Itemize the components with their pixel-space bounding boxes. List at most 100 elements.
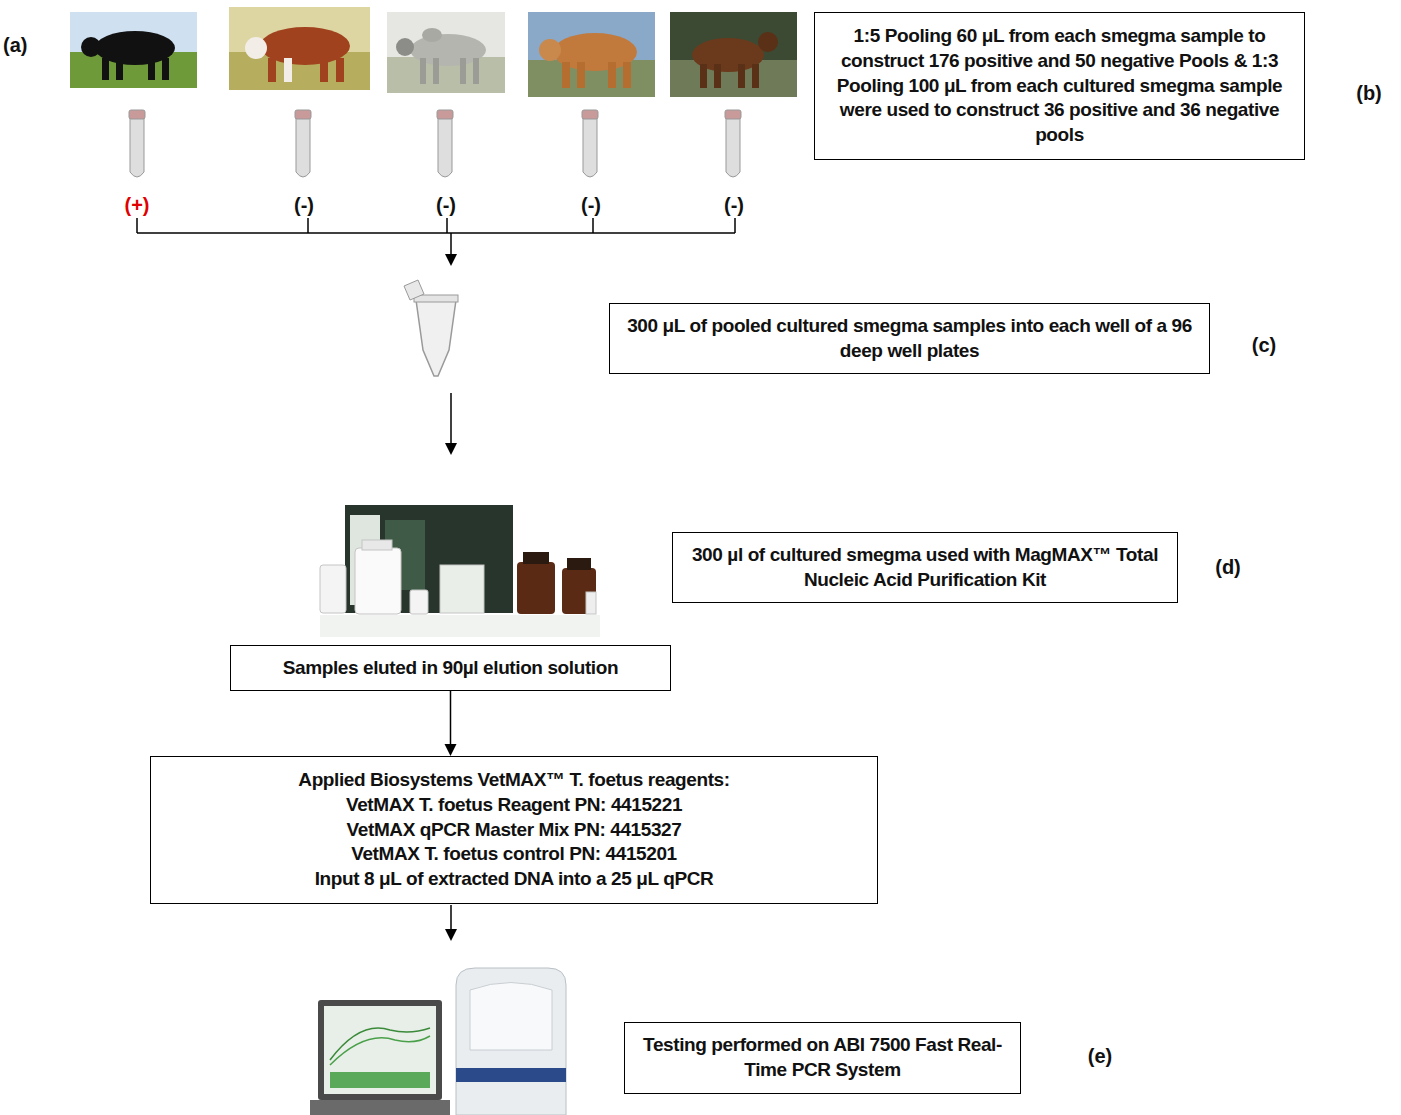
box-text: VetMAX T. foetus control PN: 4415201 (351, 842, 677, 867)
illustration-part (137, 232, 735, 234)
illustration-part (310, 1100, 450, 1115)
panel-label: (-) (581, 193, 601, 217)
illustration-part (416, 300, 456, 376)
panel-label: (+) (125, 193, 150, 217)
illustration-part (752, 64, 759, 88)
box-text: Samples eluted in 90µl elution solution (283, 656, 618, 681)
arrow-head (445, 744, 457, 756)
box-text: 300 μL of pooled cultured smegma samples… (620, 314, 1199, 363)
illustration-part (330, 1028, 430, 1060)
illustration-part (148, 58, 155, 80)
illustration-part (116, 58, 123, 80)
process-box: 300 μL of pooled cultured smegma samples… (609, 303, 1210, 374)
panel-label: (a) (3, 33, 27, 57)
illustration-part (336, 58, 344, 82)
sample-tube (437, 110, 453, 177)
illustration-part (324, 1006, 436, 1094)
sample-tube (582, 110, 598, 177)
illustration-part (420, 58, 426, 84)
illustration-part (129, 110, 145, 119)
bull-photo (70, 12, 197, 88)
illustration-part (433, 58, 439, 84)
illustration-part (362, 540, 392, 550)
kit-image (320, 505, 600, 637)
illustration-part (586, 592, 596, 614)
box-text: VetMAX qPCR Master Mix PN: 4415327 (347, 818, 682, 843)
box-text: VetMAX T. foetus Reagent PN: 4415221 (346, 793, 682, 818)
illustration-part (539, 39, 561, 61)
illustration-part (567, 558, 591, 570)
bull-photo (670, 12, 797, 97)
illustration-part (726, 118, 740, 177)
box-text: 300 µl of cultured smegma used with MagM… (683, 543, 1167, 592)
process-box: Samples eluted in 90µl elution solution (230, 645, 671, 691)
illustration-part (758, 32, 778, 52)
illustration-part (268, 58, 276, 82)
process-box: 1:5 Pooling 60 μL from each smegma sampl… (814, 12, 1305, 160)
illustration-part (295, 110, 311, 119)
illustration-part (714, 64, 721, 88)
illustration-part (136, 218, 138, 233)
laptop-image (310, 1000, 450, 1115)
box-text: 1:5 Pooling 60 μL from each smegma sampl… (825, 24, 1294, 147)
panel-label: (e) (1088, 1044, 1112, 1068)
illustration-part (473, 58, 479, 84)
illustration-part (523, 552, 549, 564)
illustration-part (450, 233, 452, 256)
illustration-part (470, 983, 552, 1051)
illustration-part (440, 565, 484, 613)
illustration-part (296, 118, 310, 177)
panel-label: (-) (436, 193, 456, 217)
illustration-part (345, 505, 513, 613)
pcr-instrument (456, 968, 566, 1115)
illustration-part (456, 1068, 566, 1082)
flow-arrow (445, 691, 457, 756)
panel-label: (b) (1356, 81, 1382, 105)
illustration-part (623, 62, 631, 88)
illustration-part (284, 58, 292, 82)
illustration-part (414, 295, 458, 302)
illustration-part (438, 118, 452, 177)
box-text: Applied Biosystems VetMAX™ T. foetus rea… (298, 768, 729, 793)
illustration-part (307, 218, 309, 233)
flow-arrow (450, 393, 452, 444)
process-box: Applied Biosystems VetMAX™ T. foetus rea… (150, 756, 878, 904)
illustration-part (456, 968, 566, 1115)
illustration-part (608, 62, 616, 88)
illustration-part (320, 565, 346, 613)
panel-label: (c) (1252, 333, 1276, 357)
panel-label: (d) (1215, 555, 1241, 579)
illustration-part (318, 1000, 442, 1100)
sample-tube (295, 110, 311, 177)
illustration-part (577, 62, 585, 88)
illustration-part (446, 218, 448, 233)
pooling-bracket (137, 218, 735, 256)
illustration-part (330, 1072, 430, 1088)
illustration-part (330, 1036, 430, 1065)
microcentrifuge-tube (404, 280, 458, 376)
illustration-part (81, 37, 101, 57)
illustration-part (700, 64, 707, 88)
illustration-part (562, 568, 596, 614)
illustration-part (582, 110, 598, 119)
illustration-part (517, 562, 555, 614)
illustration-part (734, 218, 736, 233)
flow-arrow (450, 905, 452, 930)
arrow-head (445, 443, 457, 455)
illustration-part (396, 38, 414, 56)
illustration-part (725, 110, 741, 119)
illustration-part (410, 590, 428, 614)
illustration-part (460, 58, 466, 84)
box-text: Input 8 μL of extracted DNA into a 25 μL… (315, 867, 714, 892)
illustration-part (583, 118, 597, 177)
arrow-head (445, 254, 457, 266)
connector-line (450, 691, 452, 744)
sample-tube (129, 110, 145, 177)
bull-photo (229, 7, 370, 90)
illustration-part (404, 280, 424, 300)
illustration-part (592, 218, 594, 233)
box-text: Testing performed on ABI 7500 Fast Real-… (635, 1033, 1010, 1082)
bull-photo (528, 12, 655, 97)
sample-tube (725, 110, 741, 177)
illustration-part (320, 615, 600, 637)
